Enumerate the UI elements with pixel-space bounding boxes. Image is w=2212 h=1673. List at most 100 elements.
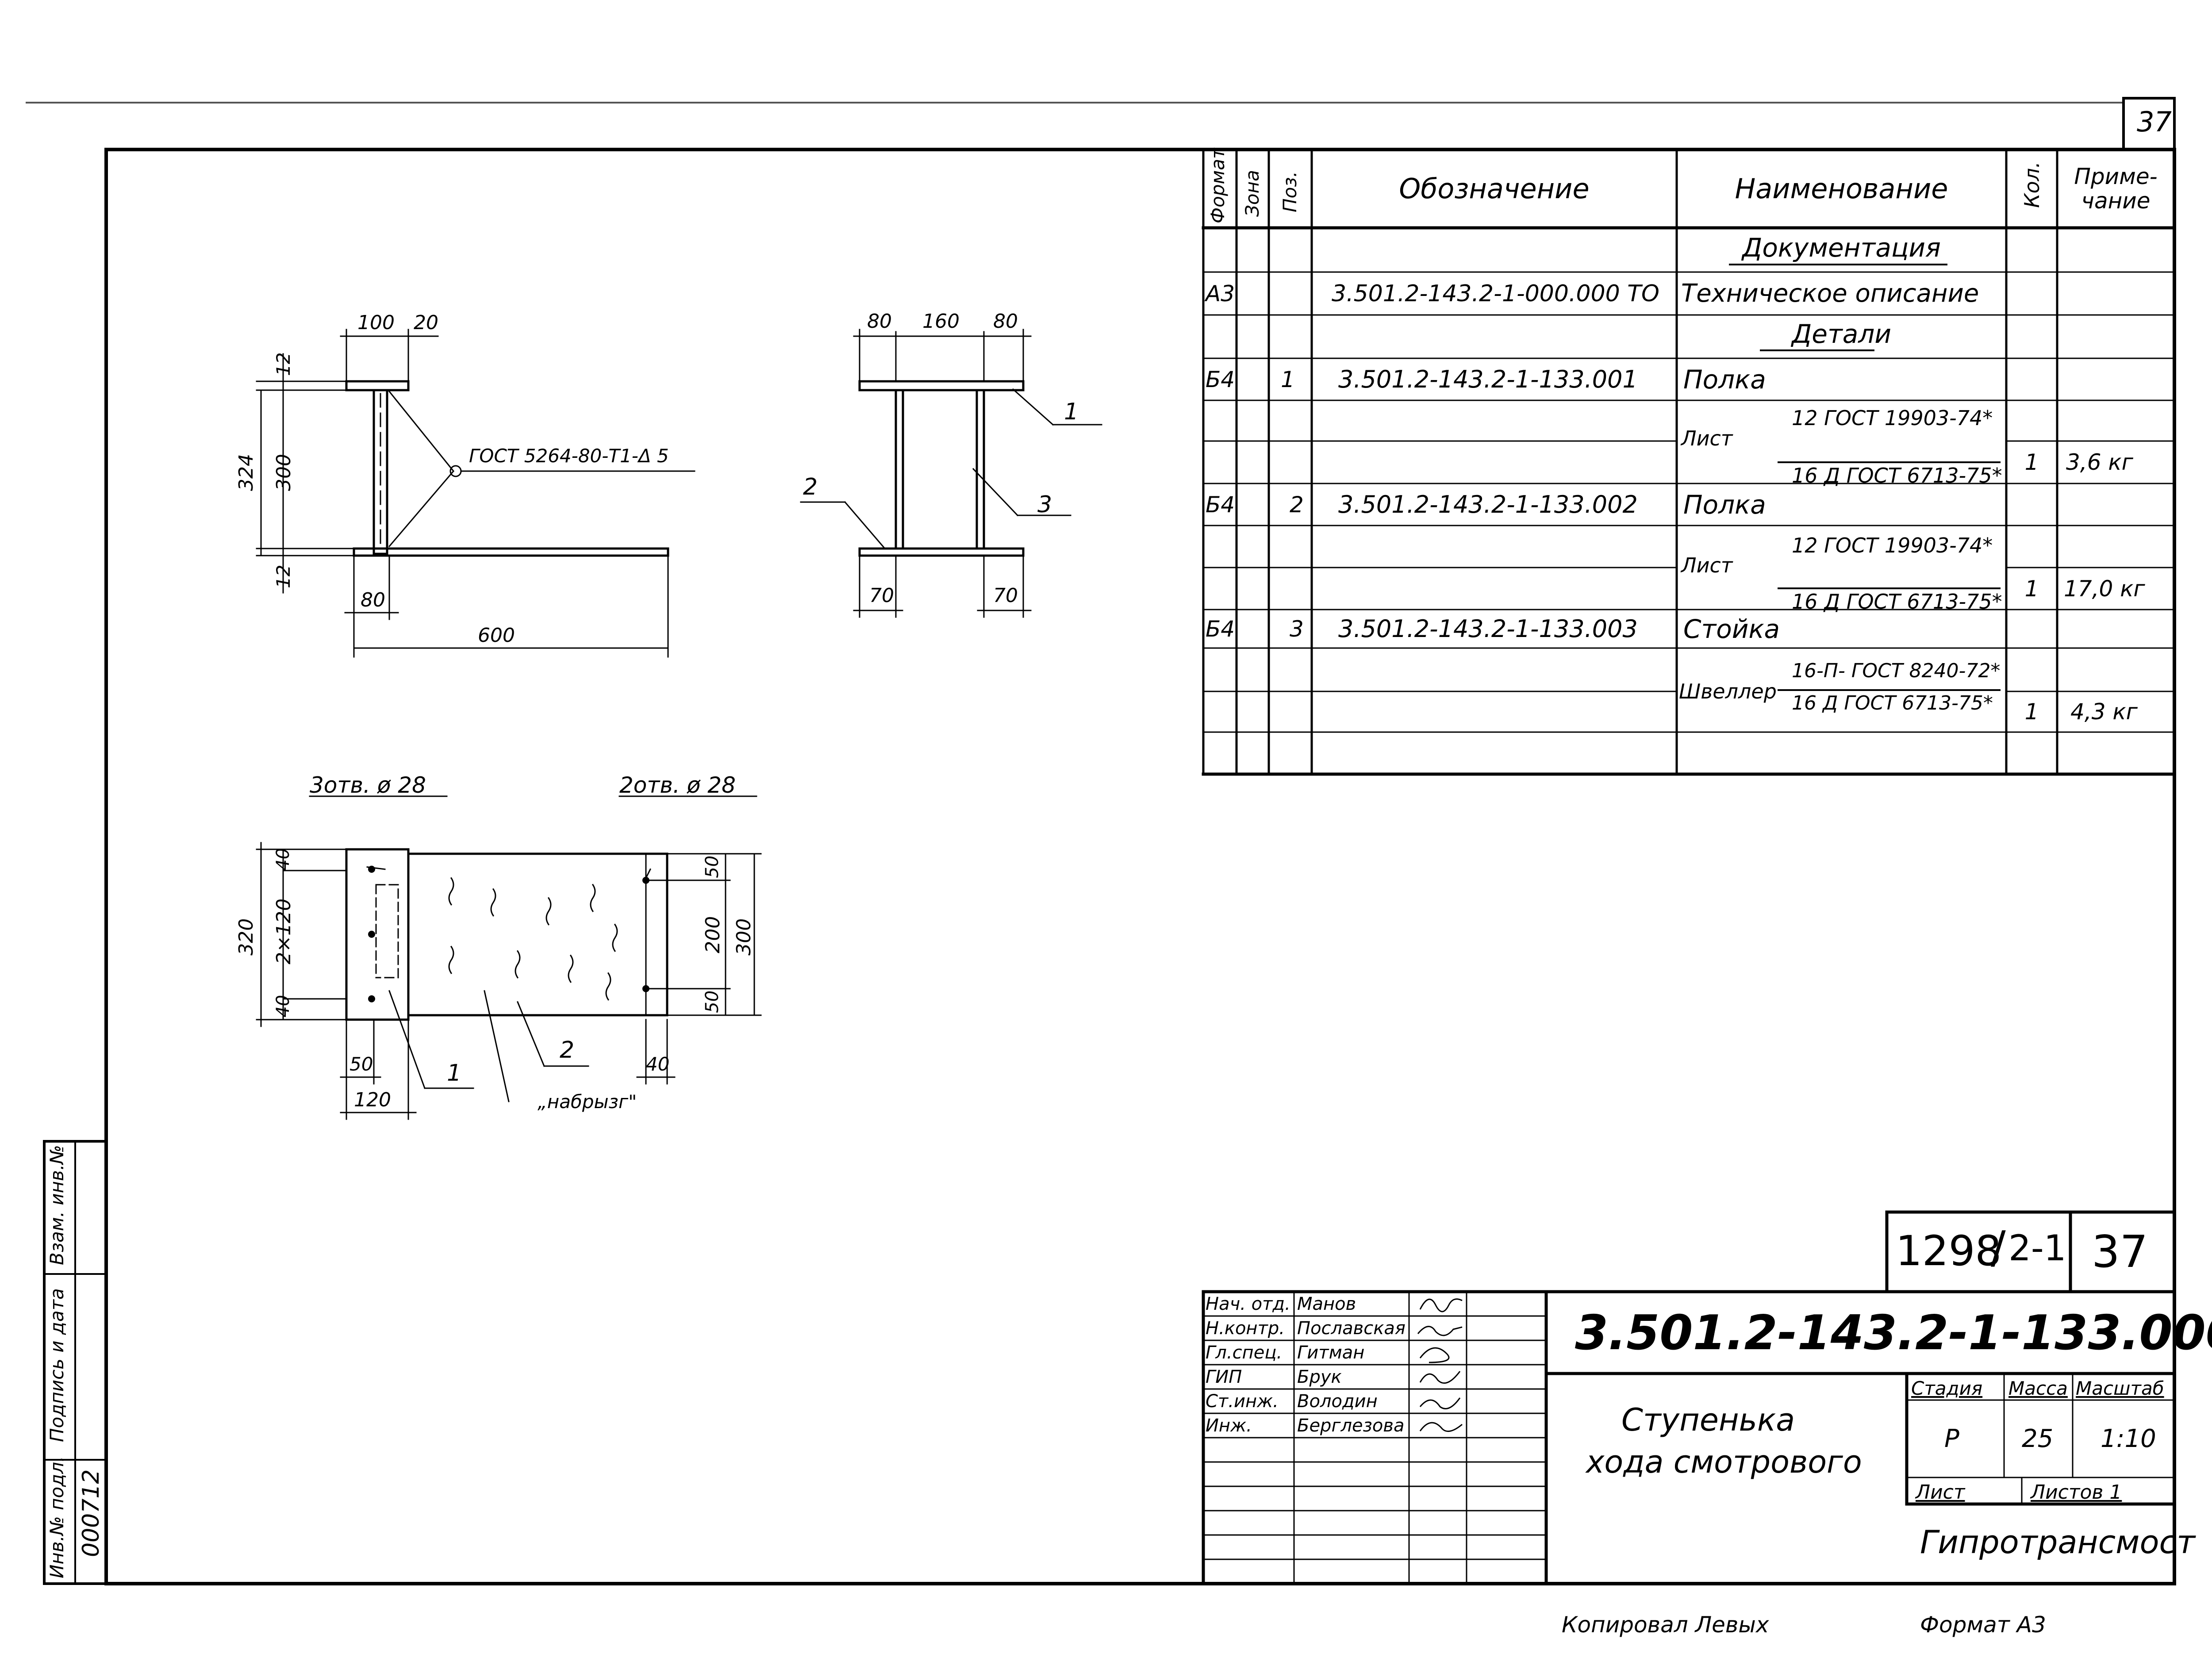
drawing-title-line2: хода смотрового (1586, 1444, 1862, 1480)
plan-callout-2: 2 (560, 1037, 575, 1063)
spec-header-pos: Поз. (1279, 171, 1301, 212)
plan-dim-right-top-50: 50 (702, 856, 722, 878)
title-doc-no-left: 1298 (1896, 1227, 2002, 1275)
scale-label: Масштаб (2076, 1378, 2164, 1399)
spec-section-parts: Детали (1791, 318, 1892, 349)
spec-doc-format: А3 (1206, 280, 1235, 307)
sheet-label: Лист (1916, 1481, 1965, 1504)
spec-header-name: Наименование (1735, 172, 1948, 205)
scale-value: 1:10 (2101, 1424, 2156, 1453)
front-callout-3: 3 (1037, 491, 1052, 518)
spec-row-qty: 1 (2024, 576, 2039, 602)
mass-value: 25 (2022, 1424, 2054, 1453)
spec-header-note: Приме- чание (2074, 163, 2158, 214)
plan-dim-bottom-40: 40 (646, 1053, 670, 1075)
plan-dim-left-2x120: 2×120 (273, 898, 295, 964)
spec-row-material-denominator: 16 Д ГОСТ 6713-75* (1792, 464, 2002, 487)
spec-row-note: 4,3 кг (2070, 699, 2138, 725)
spec-row-note: 17,0 кг (2064, 576, 2145, 602)
side-dim-80: 80 (361, 589, 385, 611)
spec-row-format: Б4 (1206, 491, 1235, 518)
title-doc-no-separator: / (1991, 1221, 2006, 1273)
spec-row-pos: 1 (1281, 366, 1295, 392)
stage-value: Р (1944, 1424, 1959, 1453)
organization-name: Гипротрансмост (1920, 1523, 2196, 1561)
spec-row-name: Полка (1683, 364, 1766, 395)
spec-section-docs: Документация (1742, 233, 1941, 263)
title-name: Брук (1297, 1367, 1342, 1387)
spec-header-zone: Зона (1241, 170, 1263, 217)
spec-row-designation: 3.501.2-143.2-1-133.003 (1338, 614, 1638, 643)
mass-label: Масса (2008, 1378, 2068, 1399)
plan-dim-left-bottom-40: 40 (273, 995, 293, 1017)
plan-dim-bottom-50: 50 (349, 1053, 373, 1075)
title-role: Ст.инж. (1206, 1391, 1279, 1412)
spec-row-format: Б4 (1206, 366, 1235, 392)
plan-holes-left: 3отв. ø 28 (310, 772, 426, 798)
title-name: Манов (1297, 1294, 1356, 1314)
title-name: Володин (1297, 1391, 1378, 1412)
front-callout-2: 2 (803, 474, 818, 500)
stamp-inventory-label: Инв.№ подл. (46, 1456, 68, 1578)
spec-header-qty: Кол. (2020, 161, 2044, 208)
side-dim-length-600: 600 (478, 624, 515, 647)
spec-header-designation: Обозначение (1399, 172, 1590, 205)
plan-dim-right-bottom-50: 50 (702, 990, 722, 1013)
spec-row-material-numerator: 16-П- ГОСТ 8240-72* (1792, 660, 2001, 682)
front-dim-middle-160: 160 (922, 310, 960, 333)
side-dim-height-300: 300 (273, 454, 295, 491)
title-name: Гитман (1297, 1343, 1365, 1363)
spec-row-designation: 3.501.2-143.2-1-133.002 (1338, 490, 1638, 518)
front-dim-bottom-left-70: 70 (869, 584, 894, 607)
plan-dim-right-200: 200 (702, 916, 724, 953)
spec-row-note: 3,6 кг (2066, 449, 2133, 475)
footer-format: Формат А3 (1920, 1612, 2046, 1638)
spec-row-name: Стойка (1683, 614, 1780, 644)
signatures (1417, 1298, 1463, 1432)
side-dim-offset-20: 20 (414, 311, 438, 334)
spec-row-pos: 2 (1290, 491, 1304, 518)
side-dim-width-100: 100 (357, 311, 395, 334)
plan-dim-right-300: 300 (733, 918, 755, 955)
plan-spray-label: „набрызг" (538, 1091, 637, 1113)
title-doc-no-right: 2-1 (2008, 1228, 2066, 1269)
front-callout-1: 1 (1064, 399, 1079, 425)
spec-doc-name: Техническое описание (1681, 279, 1979, 308)
spec-row-qty: 1 (2024, 449, 2039, 475)
spec-row-material-numerator: 12 ГОСТ 19903-74* (1792, 406, 1993, 430)
drawing-code: 3.501.2-143.2-1-133.000 (1575, 1305, 2212, 1361)
title-role: Инж. (1206, 1416, 1252, 1436)
spec-row-pos: 3 (1290, 616, 1304, 642)
side-dim-bottom-12: 12 (273, 564, 294, 588)
weld-annotation: ГОСТ 5264-80-Т1-Δ 5 (469, 445, 669, 467)
spec-row-material-denominator: 16 Д ГОСТ 6713-75* (1792, 692, 1993, 714)
stamp-replacement-label: Взам. инв.№ (46, 1145, 68, 1265)
spec-row-qty: 1 (2024, 699, 2039, 725)
title-role: Н.контр. (1206, 1318, 1285, 1339)
plan-dim-left-top-40: 40 (273, 848, 293, 871)
spec-row-format: Б4 (1206, 616, 1235, 642)
spec-row-material-prefix: Швеллер (1679, 679, 1777, 703)
sheets-count-label: Листов 1 (2031, 1481, 2122, 1504)
spec-doc-designation: 3.501.2-143.2-1-000.000 ТО (1332, 280, 1659, 307)
stamp-inventory-value: 000712 (78, 1469, 104, 1557)
spec-row-designation: 3.501.2-143.2-1-133.001 (1338, 365, 1638, 393)
plan-dim-bottom-120: 120 (354, 1089, 391, 1111)
footer-copied-by: Копировал Левых (1562, 1612, 1769, 1638)
title-name: Берглезова (1297, 1416, 1405, 1436)
plan-dim-left-320: 320 (235, 918, 257, 955)
spec-row-material-numerator: 12 ГОСТ 19903-74* (1792, 533, 1993, 557)
stage-label: Стадия (1911, 1378, 1983, 1399)
spec-row-material-denominator: 16 Д ГОСТ 6713-75* (1792, 590, 2002, 614)
front-dim-left-80: 80 (867, 310, 892, 333)
plan-holes-right: 2отв. ø 28 (619, 772, 736, 798)
front-dim-right-80: 80 (993, 310, 1018, 333)
side-dim-height-324: 324 (235, 454, 257, 491)
stamp-signature-date-label: Подпись и дата (46, 1288, 68, 1442)
spec-row-material-prefix: Лист (1681, 426, 1733, 450)
title-role: ГИП (1206, 1367, 1242, 1387)
side-dim-top-12: 12 (273, 352, 294, 376)
corner-sheet-number: 37 (2137, 106, 2172, 138)
spec-row-name: Полка (1683, 489, 1766, 520)
